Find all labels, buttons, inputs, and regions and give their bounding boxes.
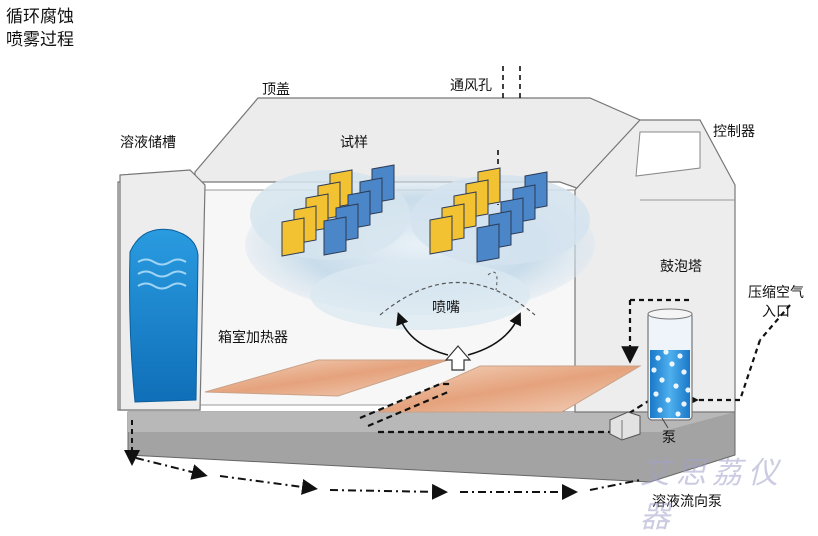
bubble — [681, 401, 687, 407]
title-line-2: 喷雾过程 — [6, 29, 74, 50]
bubble — [663, 349, 669, 355]
bubble — [681, 369, 687, 375]
label-samples: 试样 — [340, 135, 368, 151]
label-solution-flow-pump: 溶液流向泵 — [652, 494, 722, 510]
label-controller: 控制器 — [713, 124, 755, 140]
bubble — [659, 377, 665, 383]
bubble — [655, 355, 661, 361]
bubble — [657, 407, 663, 413]
label-top-cover: 顶盖 — [262, 82, 290, 98]
sample-panel-blue — [323, 216, 347, 256]
label-compressed-air: 压缩空气 入口 — [748, 284, 804, 322]
label-vent-hole: 通风孔 — [450, 78, 492, 94]
label-leader-lines — [661, 417, 669, 429]
diagram-root: 循环腐蚀 喷雾过程 顶盖 通风孔 控制器 溶液储槽 试样 鼓泡塔 压缩空气 入口… — [6, 6, 804, 535]
pump-unit — [609, 411, 641, 441]
title-line-1: 循环腐蚀 — [6, 7, 74, 27]
bubble — [665, 397, 671, 403]
sample-panel-yellow — [429, 215, 453, 255]
bubble — [669, 361, 675, 367]
test-samples — [281, 164, 548, 263]
bubble-tower — [647, 308, 693, 421]
sample-panel-blue — [476, 223, 500, 263]
brand-watermark: 艾思荔仪器 — [640, 456, 784, 535]
label-chamber-heater: 箱室加热器 — [218, 330, 288, 346]
bubble — [653, 391, 659, 397]
label-bubble-tower: 鼓泡塔 — [660, 259, 702, 275]
sample-panel-yellow — [281, 217, 305, 257]
bubble — [651, 367, 657, 373]
chamber-base — [127, 411, 736, 483]
bubble — [677, 353, 683, 359]
label-compressed-air-line-2: 入口 — [762, 303, 790, 320]
label-solution-tank: 溶液储槽 — [120, 135, 176, 151]
label-nozzle: 喷嘴 — [432, 300, 460, 316]
bubble-tower-bubbles — [651, 349, 691, 417]
label-compressed-air-line-1: 压缩空气 — [748, 285, 804, 301]
spray-nozzle — [379, 271, 536, 371]
return-flow-arrows — [124, 420, 641, 500]
bubble — [673, 383, 679, 389]
diagram-title: 循环腐蚀 喷雾过程 — [6, 6, 74, 52]
solution-reservoir — [129, 228, 199, 403]
salt-spray-chamber-diagram — [117, 66, 791, 500]
label-pump: 泵 — [662, 430, 676, 446]
bubble — [675, 411, 681, 417]
bubble — [685, 387, 691, 393]
